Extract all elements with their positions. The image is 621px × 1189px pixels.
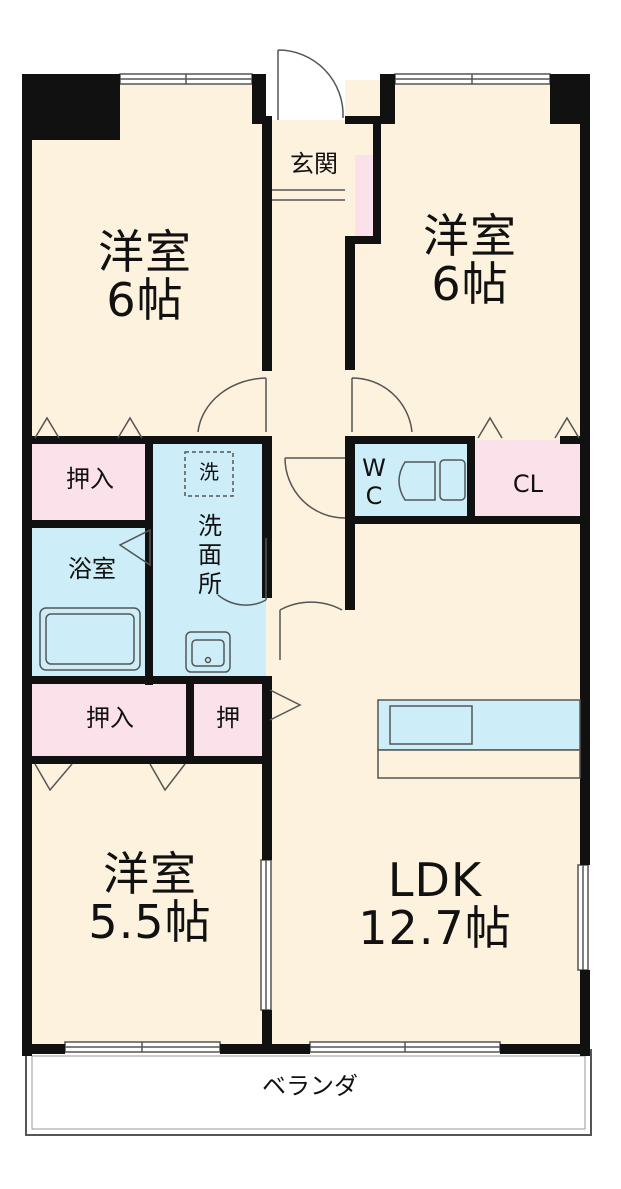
door-swings [34,49,580,792]
washer-label: 洗 [199,460,219,484]
bath-label: 浴室 [68,555,116,583]
western-room-nw-label: 洋室 6帖 [85,228,205,325]
windows [64,73,589,1053]
washroom-label: 洗 面 所 [198,512,222,598]
room-size: 12.7帖 [358,901,512,956]
oshiire-1-label: 押入 [66,465,114,493]
balcony-area [25,1049,592,1136]
room-name: 洋室 [98,225,192,279]
room-name: 洋室 [103,847,197,901]
walls [22,74,590,1056]
entrance-label: 玄関 [290,150,338,178]
western-room-sw-label: 洋室 5.5帖 [70,850,230,947]
toilet-label: W C [362,454,386,510]
toilet-bowl [398,461,436,501]
oshiire-2-label: 押入 [86,704,134,732]
wash-basin [185,631,231,673]
washer-pan [184,451,234,497]
balcony-label: ベランダ [262,1072,358,1100]
room-name: LDK [387,853,483,907]
fixtures [39,451,581,779]
room-size: 6帖 [106,273,184,328]
room-name: 洋室 [423,209,517,263]
oshi-label: 押 [216,704,240,732]
closet-cl-label: CL [512,470,544,498]
room-size: 6帖 [431,257,509,312]
ldk-label: LDK 12.7帖 [340,856,530,953]
western-room-ne-label: 洋室 6帖 [405,212,535,309]
bathtub [39,607,141,671]
room-size: 5.5帖 [88,895,212,950]
kitchen-counter [377,699,581,751]
